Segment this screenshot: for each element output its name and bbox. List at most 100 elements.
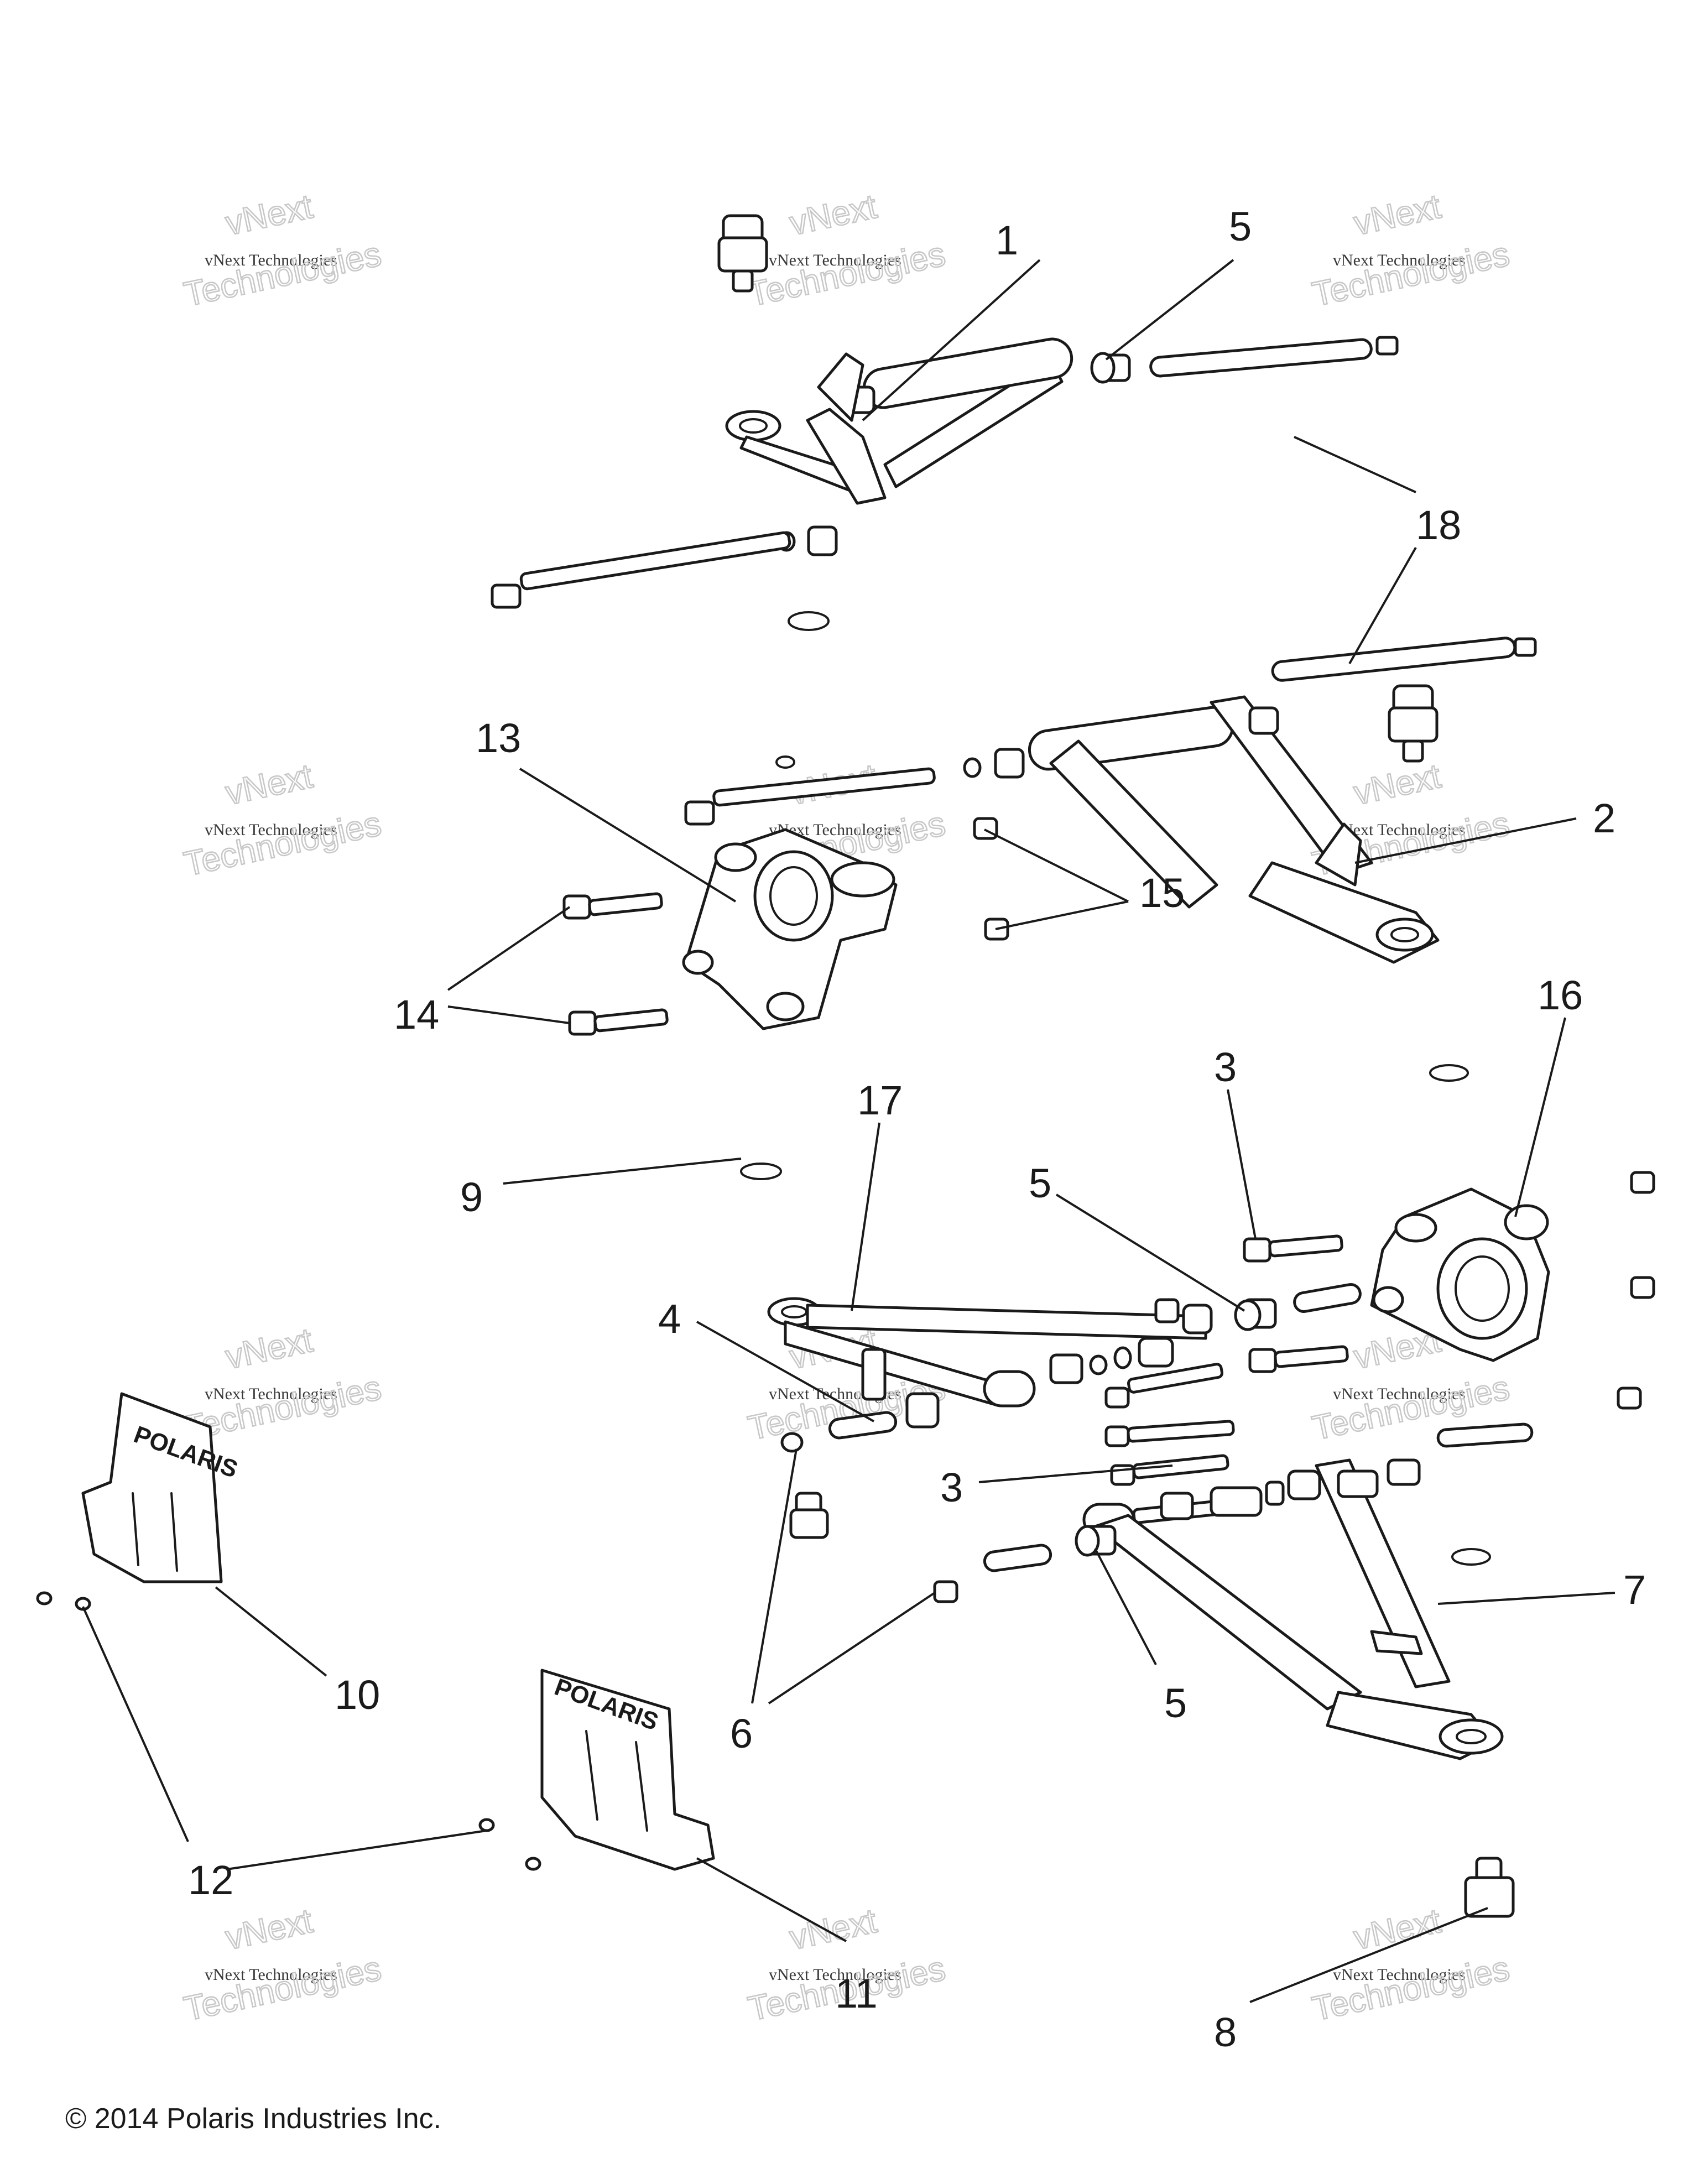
snap-ring-part — [788, 611, 830, 631]
ball-joint-part — [1464, 1857, 1515, 1918]
pivot-shaft-part — [780, 1392, 940, 1453]
watermark-text: vNext Technologies — [769, 1966, 901, 1984]
leader-line — [1294, 436, 1416, 493]
leader-line — [447, 1005, 570, 1024]
watermark-text: vNext Technologies — [205, 251, 337, 269]
callout-layer: 1 5 18 13 2 15 14 16 3 17 9 5 4 3 7 10 6… — [188, 204, 1646, 2055]
callout-number: 8 — [1214, 2009, 1237, 2055]
callout-number: 3 — [1214, 1044, 1237, 1090]
bushing-part — [1090, 352, 1131, 384]
leader-line — [978, 1464, 1173, 1483]
leader-line — [1105, 259, 1234, 361]
callout-number: 15 — [1139, 870, 1185, 916]
leader-lines — [82, 259, 1615, 2003]
watermark-overlay: Technologies — [181, 235, 384, 314]
watermark-text: vNext Technologies — [205, 1966, 337, 1984]
bolt-part — [1243, 1234, 1349, 1373]
bushing-part — [933, 1525, 1117, 1603]
long-bolt-part — [491, 531, 791, 609]
callout-number: 6 — [730, 1711, 753, 1756]
leader-line — [1227, 1089, 1257, 1239]
leader-line — [696, 1857, 847, 1942]
watermark-overlay: vNext — [222, 1321, 316, 1377]
leader-line — [696, 1321, 874, 1422]
leader-line — [503, 1158, 742, 1185]
callout-number: 11 — [835, 1971, 878, 2016]
leader-line — [862, 259, 1041, 421]
parts-layer: POLARIS POLARIS — [36, 214, 1655, 1918]
watermark-overlay: Technologies — [1309, 1950, 1513, 2029]
ball-joint-part — [717, 214, 768, 293]
watermark-text: vNext Technologies — [205, 821, 337, 839]
lower-a-arm-part — [767, 1297, 1213, 1408]
watermark-overlay: vNext — [786, 187, 880, 243]
watermark-overlay: vNext — [222, 757, 316, 812]
leader-line — [519, 768, 737, 903]
watermark: vNext vNext Technologies Technologies — [180, 1901, 385, 2029]
watermark-overlay: vNext — [786, 1902, 880, 1957]
callout-number: 5 — [1029, 1160, 1051, 1206]
callout-number: 16 — [1538, 972, 1583, 1018]
bushing-part — [1049, 1337, 1174, 1384]
leader-line — [82, 1606, 189, 1842]
leader-line — [1348, 547, 1417, 664]
leader-line — [751, 1448, 798, 1704]
copyright-notice: © 2014 Polaris Industries Inc. — [65, 2103, 441, 2135]
steering-knuckle-part — [1370, 1187, 1550, 1362]
watermark-overlay: Technologies — [745, 235, 948, 314]
steering-knuckle-part — [682, 828, 898, 1030]
bolt-part — [562, 892, 669, 1036]
ball-joint-part — [789, 1492, 829, 1539]
long-bolt-part — [684, 767, 936, 826]
ball-joint-part — [1388, 684, 1439, 763]
watermark-overlay: Technologies — [1309, 235, 1513, 314]
skid-plate-part: POLARIS — [540, 1669, 715, 1871]
nut-part — [1617, 1171, 1655, 1410]
upper-a-arm-part — [725, 337, 1073, 505]
watermark: vNext vNext Technologies Technologies — [1309, 186, 1514, 314]
callout-number: 2 — [1593, 795, 1615, 841]
watermark-text: vNext Technologies — [1333, 251, 1466, 269]
bushing-part — [775, 525, 838, 769]
watermark-overlay: vNext — [222, 1902, 316, 1957]
leader-line — [851, 1122, 880, 1311]
watermark-text: vNext Technologies — [1333, 1385, 1466, 1403]
watermark-overlay: vNext — [1351, 1902, 1444, 1957]
callout-number: 12 — [188, 1857, 233, 1903]
watermark-text: vNext Technologies — [769, 251, 901, 269]
callout-number: 5 — [1229, 204, 1252, 249]
watermark-overlay: vNext — [1351, 187, 1444, 243]
fastener-part — [36, 1591, 541, 1871]
callout-number: 7 — [1623, 1567, 1646, 1613]
callout-number: 14 — [394, 992, 439, 1038]
watermark-text: vNext Technologies — [205, 1385, 337, 1403]
callout-number: 13 — [476, 715, 521, 761]
callout-number: 17 — [857, 1077, 903, 1123]
skid-plate-part: POLARIS — [81, 1392, 241, 1583]
callout-number: 3 — [940, 1464, 963, 1510]
leader-line — [447, 906, 571, 991]
leader-line — [995, 900, 1129, 930]
lower-a-arm-part — [1028, 695, 1440, 964]
watermark-overlay: vNext — [222, 187, 316, 243]
watermark: vNext vNext Technologies Technologies — [180, 756, 385, 884]
leader-line — [215, 1586, 327, 1677]
watermark: vNext vNext Technologies Technologies — [744, 186, 950, 314]
watermark: vNext vNext Technologies Technologies — [180, 186, 385, 314]
leader-line — [1249, 1907, 1488, 2003]
leader-line — [1055, 1193, 1245, 1312]
callout-number: 5 — [1164, 1680, 1187, 1726]
leader-line — [768, 1592, 936, 1705]
leader-line — [1514, 1017, 1566, 1217]
callout-number: 4 — [658, 1296, 681, 1342]
pivot-shaft-part — [1149, 336, 1537, 682]
leader-line — [984, 828, 1129, 903]
leader-line — [1094, 1548, 1157, 1665]
leader-line — [226, 1829, 487, 1870]
watermark: vNext vNext Technologies Technologies — [1309, 1901, 1514, 2029]
watermark-overlay: vNext — [1351, 757, 1444, 812]
bushing-part — [963, 748, 1025, 941]
watermark-text: vNext Technologies — [1333, 1966, 1466, 1984]
bushing-part — [1234, 1283, 1362, 1331]
